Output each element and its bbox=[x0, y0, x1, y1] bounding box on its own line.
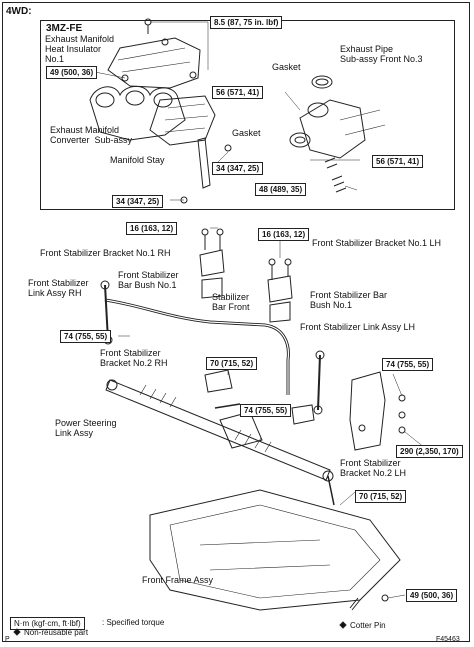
gasket-mid-part bbox=[289, 132, 311, 148]
torque-49-b: 49 (500, 36) bbox=[406, 589, 458, 602]
torque-70-b: 70 (715, 52) bbox=[355, 490, 407, 503]
label-heat-insulator: Exhaust Manifold Heat Insulator No.1 bbox=[45, 34, 115, 64]
torque-16-b: 16 (163, 12) bbox=[258, 228, 310, 241]
torque-16-a: 16 (163, 12) bbox=[126, 222, 178, 235]
legend-unit-box: N·m (kgf·cm, ft·lbf) bbox=[10, 617, 85, 630]
stab-bracket2-rh-part bbox=[204, 369, 233, 393]
torque-49-a: 49 (500, 36) bbox=[46, 66, 98, 79]
cotter-pin-icon bbox=[349, 597, 361, 611]
torque-74-b: 74 (755, 55) bbox=[382, 358, 434, 371]
heat-insulator-part bbox=[107, 37, 201, 89]
label-stab-bracket-lh: Front Stabilizer Bracket No.1 LH bbox=[312, 238, 442, 248]
legend-unit-desc: : Specified torque bbox=[102, 618, 165, 627]
legend-cotter-pin: Cotter Pin bbox=[350, 621, 386, 630]
legend-nonreusable: Non-reusable part bbox=[24, 628, 89, 637]
stab-bracket-rh-part bbox=[199, 249, 225, 277]
figure-id: F45463 bbox=[436, 636, 460, 643]
label-stab-bar-bush-r: Front Stabilizer Bar Bush No.1 bbox=[310, 290, 388, 310]
knuckle-part bbox=[349, 371, 386, 451]
torque-48: 48 (489, 35) bbox=[255, 183, 307, 196]
torque-34-b: 34 (347, 25) bbox=[112, 195, 164, 208]
label-gasket-top: Gasket bbox=[272, 62, 301, 72]
drive-label: 4WD: bbox=[6, 6, 32, 17]
label-gasket-mid: Gasket bbox=[232, 128, 261, 138]
front-frame-part bbox=[149, 489, 401, 611]
exhaust-pipe-part bbox=[299, 99, 366, 159]
label-front-frame: Front Frame Assy bbox=[142, 575, 214, 585]
torque-56-a: 56 (571, 41) bbox=[212, 86, 264, 99]
label-bar-bush: Front Stabilizer Bar Bush No.1 bbox=[118, 270, 179, 290]
stab-bracket-lh-part bbox=[267, 275, 293, 303]
torque-290: 290 (2,350, 170) bbox=[396, 445, 463, 458]
label-power-steering: Power Steering Link Assy bbox=[55, 418, 117, 438]
label-stab-bracket-rh: Front Stabilizer Bracket No.1 RH bbox=[40, 248, 171, 258]
stab-bracket2-lh-part bbox=[291, 404, 315, 425]
page-mark: P bbox=[5, 636, 10, 643]
torque-74-c: 74 (755, 55) bbox=[240, 404, 292, 417]
label-stab-bracket2-lh: Front Stabilizer Bracket No.2 LH bbox=[340, 458, 407, 478]
label-stab-bracket2-rh: Front Stabilizer Bracket No.2 RH bbox=[100, 348, 168, 368]
steering-rack-part bbox=[105, 379, 331, 481]
label-stab-bar: Stabilizer Bar Front bbox=[212, 292, 250, 312]
diagram-frame bbox=[2, 2, 470, 642]
label-manifold-stay: Manifold Stay bbox=[110, 155, 165, 165]
nonreusable-diamond-icon bbox=[13, 628, 21, 636]
stab-link-lh-part bbox=[317, 354, 321, 411]
label-manifold-converter: Exhaust Manifold Converter Sub-assy bbox=[50, 125, 133, 145]
label-stab-link-rh: Front Stabilizer Link Assy RH bbox=[28, 278, 89, 298]
torque-34-a: 34 (347, 25) bbox=[212, 162, 264, 175]
manifold-stay-part bbox=[197, 137, 211, 189]
torque-74-a: 74 (755, 55) bbox=[60, 330, 112, 343]
engine-label: 3MZ-FE bbox=[46, 23, 83, 34]
torque-56-b: 56 (571, 41) bbox=[372, 155, 424, 168]
label-stab-link-lh: Front Stabilizer Link Assy LH bbox=[300, 322, 416, 332]
torque-8-5: 8.5 (87, 75 in. lbf) bbox=[210, 16, 283, 29]
gasket-top-part bbox=[311, 75, 333, 89]
torque-70-a: 70 (715, 52) bbox=[206, 357, 258, 370]
cotter-legend-diamond-icon bbox=[339, 621, 347, 629]
label-exhaust-pipe: Exhaust Pipe Sub-assy Front No.3 bbox=[340, 44, 423, 64]
